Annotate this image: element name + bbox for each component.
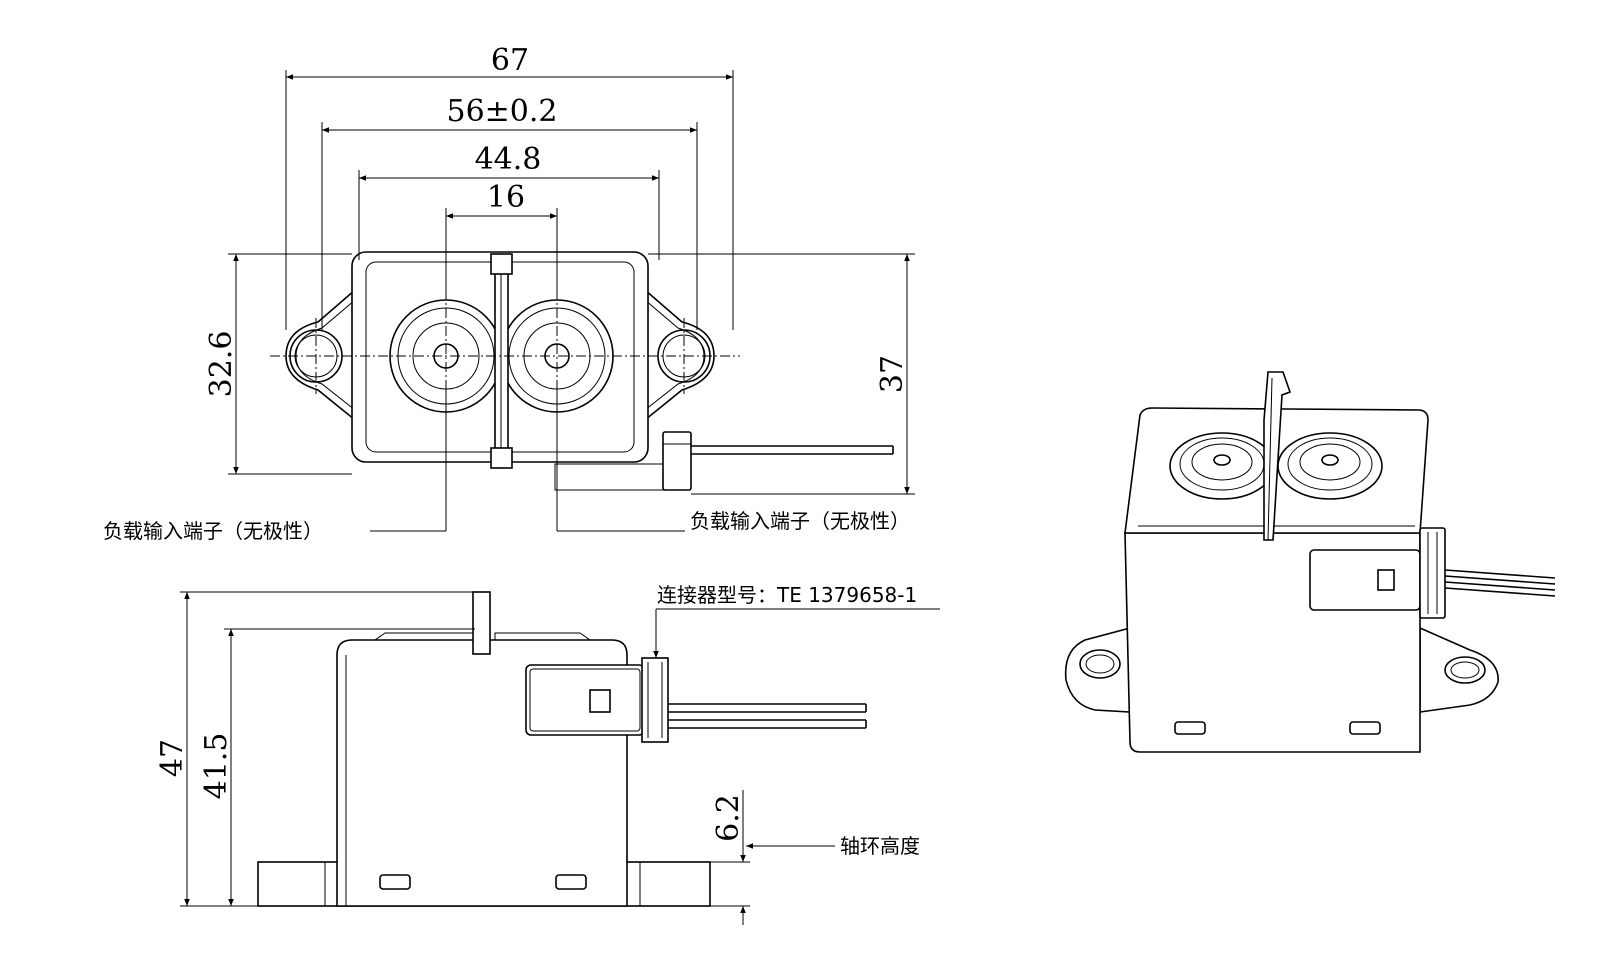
callout-load-terminal-left: 负载输入端子（无极性） [103, 519, 323, 543]
iso-flange-left [1064, 626, 1131, 713]
side-connector [525, 664, 645, 736]
iso-connector [1309, 549, 1421, 611]
isometric-view [1064, 371, 1556, 753]
dim-overall-length: 67 [491, 43, 529, 78]
dim-body-height: 41.5 [199, 733, 234, 800]
top-flange-outline-right [644, 288, 715, 422]
top-connector [662, 431, 692, 491]
callout-load-terminal-right: 负载输入端子（无极性） [690, 509, 910, 533]
callout-collar-height: 轴环高度 [840, 834, 920, 858]
iso-slot-left [1174, 721, 1206, 735]
top-view-dimensions: 67 56±0.2 44.8 16 32.6 37 负载输入端子（无极性） 负载… [103, 43, 915, 543]
side-view [257, 591, 867, 907]
dim-body-width: 44.8 [475, 142, 542, 177]
dim-body-depth: 32.6 [204, 331, 239, 398]
top-view [270, 251, 894, 491]
dim-mount-hole-pitch: 56±0.2 [446, 94, 557, 129]
dim-overall-depth: 37 [875, 355, 910, 393]
iso-barrier [1263, 371, 1292, 541]
top-flange-outline [285, 288, 356, 422]
side-view-dimensions: 47 41.5 6.2 轴环高度 连接器型号：TE 1379658-1 [155, 583, 940, 925]
dim-terminal-pitch: 16 [487, 180, 525, 215]
dim-overall-height: 47 [155, 739, 190, 777]
iso-flange-right [1419, 626, 1499, 713]
callout-connector-model: 连接器型号：TE 1379658-1 [657, 583, 917, 607]
side-slot-right [555, 874, 587, 890]
dim-collar-height: 6.2 [711, 794, 746, 842]
side-slot-left [379, 874, 411, 890]
side-barrier [472, 591, 491, 655]
iso-slot-right [1349, 721, 1381, 735]
